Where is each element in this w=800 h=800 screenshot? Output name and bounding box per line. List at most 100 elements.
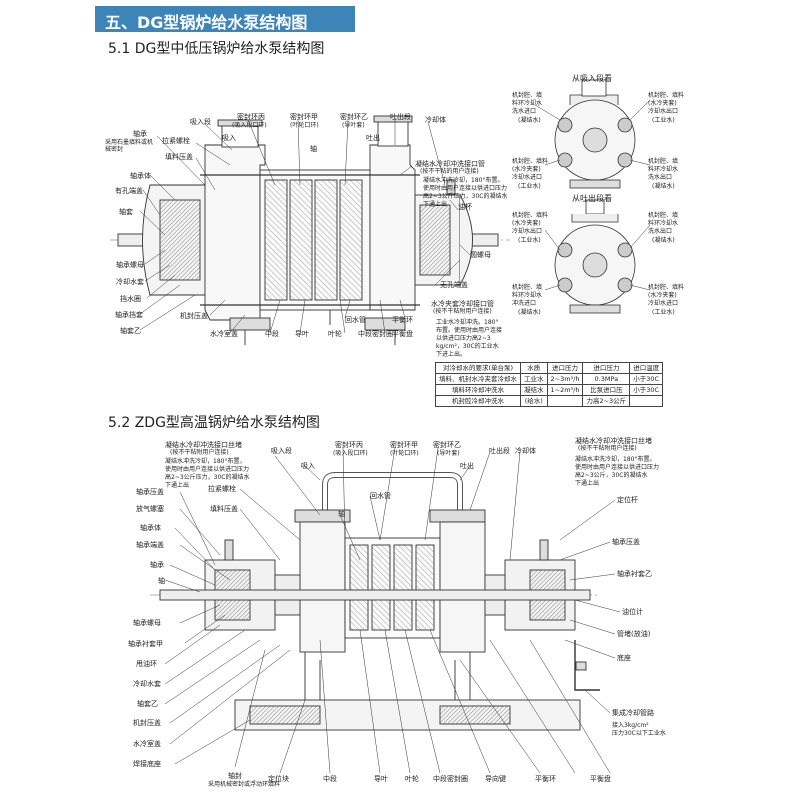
table-cell: 0.3MPa [582,373,631,385]
label-bearing-nut-2: 轴承螺母 [133,619,161,627]
inlet-end-view [554,79,636,189]
section-title: 五、DG型锅炉给水泵结构图 [105,13,308,32]
label-tie-bolt: 拉紧螺栓 [162,137,190,145]
inlet-left-2-sub: (工业水) [518,183,541,190]
label-bearing-note: 采用石墨填料或机械密封 [105,139,154,153]
label-seal-ring-c-sub: (吸入段口环) [232,122,267,129]
label-condensate-plug-left: 凝结水冷却冲洗接口丝堵 [165,441,242,449]
table-cell: 工业水 [520,373,548,385]
table-cell: 凝结水 [520,384,548,396]
table-row: 填料、机封水冷夹套冷却水 工业水 2~3m³/h 0.3MPa 小于30C [435,373,664,385]
label-seal-ring-b: 密封环乙 [340,113,368,121]
section-1-title: 5.1 DG型中低压锅炉给水泵结构图 [108,41,325,57]
end-view-leaders [534,99,651,291]
label-oil-level-gauge: 油位计 [622,608,643,616]
table-cell: 填料、机封水冷夹套冷却水 [435,373,521,385]
label-condensate-plug-right: 凝结水冷却冲洗接口丝堵 [575,437,652,445]
label-condensate-plug-right-sub: (按不干粘附用户连接) [578,445,637,452]
table-cell: 2~3m³/h [546,373,584,385]
label-round-nut: 圆螺母 [470,251,491,259]
label-bearing: 轴承 [133,130,147,138]
label-seal-ring-b-sub: (导叶套) [342,122,365,129]
industrial-water-note: 工业水冷却冲洗。180° 布置。使用时由用户连接 以供进口压力高2~3 kg/c… [436,319,503,358]
label-seal-ring-b-2: 密封环乙 [433,441,461,449]
label-bearing-2: 轴承 [150,561,164,569]
label-stage-seal-2: 中段密封圈 [433,775,468,783]
label-seal-ring-a-2-sub: (叶轮口环) [390,450,419,457]
outlet-left-1-sub: (工业水) [518,237,541,244]
label-diffuser-2: 导叶 [374,775,388,783]
label-bearing-nut: 轴承螺母 [116,261,144,269]
label-oil-cup: 油杯 [458,203,472,211]
table-cell: 机封腔冷却冲洗水 [435,395,521,407]
table-header: 进口温度 [629,362,664,374]
table-header: 对冷却水的要求(单台泵) [435,362,521,374]
cooling-pipeline-note: 接入3kg/cm² 压力30C以下工业水 [612,722,666,737]
outlet-right-2-sub: (工业水) [652,309,675,316]
table-cell: (给水) [520,395,548,407]
table-cell: 填料环冷却冲洗水 [435,384,521,396]
table-cell [546,395,584,407]
label-cooler: 冷却体 [425,116,446,124]
cooling-water-spec-table: 对冷却水的要求(单台泵) 水质 进口压力 进口压力 进口温度 填料、机封水冷夹套… [435,362,664,407]
inlet-left-1: 机封腔、填 料环冷却水 洗水进口 [512,92,543,115]
inlet-left-1-sub: (凝结水) [518,117,541,124]
inlet-right-1-sub: (工业水) [652,117,675,124]
inlet-right-2: 机封腔、填 料环冷却水 洗水出口 [648,158,679,181]
label-guide-key: 导向键 [485,775,506,783]
label-seal-ring-a-2: 密封环甲 [390,441,418,449]
label-cooling-jacket: 冷却水套 [116,278,144,286]
label-seal-ring-b-2-sub: (导叶套) [437,450,460,457]
label-seal-ring-c-2-sub: (吸入段口环) [333,450,368,457]
zdg-leader-lines [164,447,621,774]
label-stage-seal: 中段密封圈 [358,330,393,338]
label-balance-disc-2: 平衡盘 [590,775,611,783]
table-row: 填料环冷却冲洗水 凝结水 1~2m³/h 比泵进口压 小于30C [435,384,664,396]
table-header: 进口压力 [546,362,584,374]
table-header: 进口压力 [582,362,631,374]
label-return-pipe-2: 回水管 [370,492,391,500]
label-bearing-gland-right: 轴承压盖 [612,538,640,546]
label-seal-ring-c-2: 密封环丙 [335,441,363,449]
label-drain-plug: 管堵(放油) [617,630,651,638]
label-cooling-jacket-2: 冷却水套 [133,680,161,688]
label-vent-plug: 放气螺塞 [136,505,164,513]
label-outlet-section: 吐出段 [390,113,411,121]
outlet-right-1: 机封腔、填 料环冷却水 洗水出口 [648,212,679,235]
outlet-left-2: 机封腔、填 料环冷却水 冲洗进口 [512,284,543,307]
label-water-chamber-cover: 水冷室盖 [210,330,238,338]
label-jacket-port: 水冷夹套冷却接口管 [431,300,494,308]
section-header: 五、DG型锅炉给水泵结构图 [95,6,355,32]
label-seal-gland: 机封压盖 [180,312,208,320]
label-balance-ring: 平衡环 [392,316,413,324]
label-stage: 中段 [265,330,279,338]
label-base: 底座 [617,654,631,662]
label-discharge-2: 吐出 [460,462,474,470]
label-suction: 吸入 [222,134,236,142]
table-cell: 小于30C [629,384,664,396]
table-header: 水质 [520,362,548,374]
label-cooling-pipeline: 集成冷却管路 [612,709,654,717]
inlet-view-title: 从吸入段看 [572,74,612,83]
label-water-chamber-cover-2: 水冷室盖 [133,740,161,748]
inlet-right-1: 机封腔、填料 (水冷夹套) 冷却水出口 [648,92,685,115]
dg-leader-lines [139,118,471,334]
label-locating-block: 定位块 [268,775,289,783]
label-packing-gland-2: 填料压盖 [210,505,238,513]
label-shaft-seal-sub: 采用机械密封或浮动环填料 [208,781,281,788]
label-balance-disc: 平衡盘 [392,330,413,338]
table-cell [629,395,664,407]
label-bearing-gland: 轴承压盖 [136,488,164,496]
outlet-left-1: 机封腔、填料 (水冷夹套) 冷却水出口 [512,212,549,235]
label-hole-cover: 有孔端盖 [115,187,143,195]
table-cell: 力高2~3公斤 [582,395,631,407]
label-blind-cover: 无孔端盖 [440,281,468,289]
label-stage-2: 中段 [323,775,337,783]
label-condensate-port: 凝结水冷却冲洗接口管 [415,160,485,168]
label-impeller: 叶轮 [328,330,342,338]
label-sleeve: 轴套 [119,208,133,216]
outlet-left-2-sub: (凝结水) [518,309,541,316]
condensate-note: 凝结水冲洗冷却，180°布置。 使用时由用户连接以供进口压力 高2~3公斤压力，… [423,177,508,208]
label-bearing-liner-a: 轴承衬套甲 [128,640,163,648]
